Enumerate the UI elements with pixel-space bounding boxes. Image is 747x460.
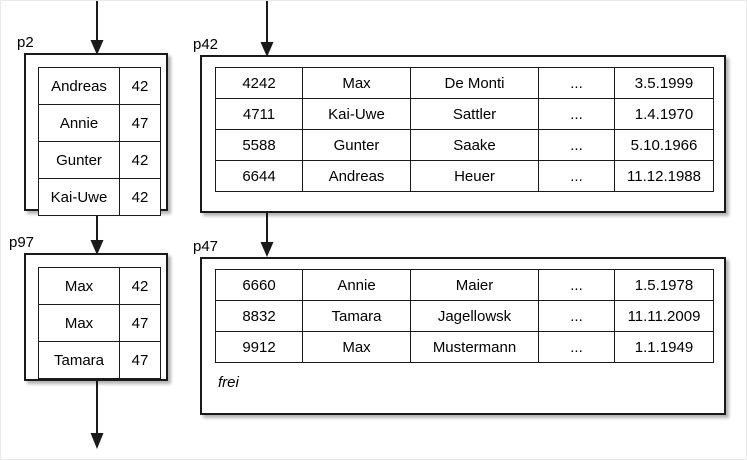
cell-lastname: Jagellowsk [410, 300, 539, 332]
page-label-p97: p97 [9, 234, 35, 251]
cell-lastname: Saake [410, 129, 539, 161]
cell-firstname: Tamara [302, 300, 411, 332]
table-row[interactable]: Max 42 [38, 267, 161, 305]
table-row[interactable]: 8832 Tamara Jagellowsk ... 11.11.2009 [215, 300, 714, 332]
table-row[interactable]: 6660 Annie Maier ... 1.5.1978 [215, 269, 714, 301]
table-row[interactable]: Max 47 [38, 304, 161, 342]
cell-lastname: Maier [410, 269, 539, 301]
page-box-p42[interactable]: 4242 Max De Monti ... 3.5.1999 4711 Kai-… [200, 55, 726, 213]
cell-pointer: 42 [119, 141, 161, 179]
cell-key: Andreas [38, 67, 120, 105]
arrow-into-p2 [90, 1, 104, 55]
cell-more: ... [538, 300, 615, 332]
cell-more: ... [538, 98, 615, 130]
index-table-p2: Andreas 42 Annie 47 Gunter 42 Kai-Uwe 42 [38, 67, 161, 216]
cell-lastname: Heuer [410, 160, 539, 192]
table-row[interactable]: Annie 47 [38, 104, 161, 142]
index-table-p97: Max 42 Max 47 Tamara 47 [38, 267, 161, 379]
cell-firstname: Gunter [302, 129, 411, 161]
table-row[interactable]: 4711 Kai-Uwe Sattler ... 1.4.1970 [215, 98, 714, 130]
cell-key: Annie [38, 104, 120, 142]
cell-pointer: 42 [119, 67, 161, 105]
table-row[interactable]: Kai-Uwe 42 [38, 178, 161, 216]
table-row[interactable]: Gunter 42 [38, 141, 161, 179]
cell-more: ... [538, 269, 615, 301]
page-label-p47: p47 [193, 238, 219, 255]
table-row[interactable]: 5588 Gunter Saake ... 5.10.1966 [215, 129, 714, 161]
cell-lastname: Sattler [410, 98, 539, 130]
page-box-p97[interactable]: Max 42 Max 47 Tamara 47 [24, 253, 168, 381]
table-row[interactable]: 4242 Max De Monti ... 3.5.1999 [215, 67, 714, 99]
table-row[interactable]: Tamara 47 [38, 341, 161, 379]
cell-lastname: Mustermann [410, 331, 539, 363]
page-box-p2[interactable]: Andreas 42 Annie 47 Gunter 42 Kai-Uwe 42 [24, 53, 168, 216]
cell-birthdate: 3.5.1999 [614, 67, 714, 99]
cell-firstname: Annie [302, 269, 411, 301]
table-row[interactable]: 9912 Max Mustermann ... 1.1.1949 [215, 331, 714, 363]
cell-pointer: 47 [119, 341, 161, 379]
arrow-into-p42 [260, 1, 274, 57]
cell-lastname: De Monti [410, 67, 539, 99]
cell-birthdate: 5.10.1966 [614, 129, 714, 161]
arrow-p42-to-p47 [260, 207, 274, 257]
table-row[interactable]: Andreas 42 [38, 67, 161, 105]
cell-pointer: 42 [119, 267, 161, 305]
data-table-p47: 6660 Annie Maier ... 1.5.1978 8832 Tamar… [215, 269, 714, 363]
cell-pointer: 42 [119, 178, 161, 216]
cell-firstname: Max [302, 67, 411, 99]
cell-birthdate: 11.12.1988 [614, 160, 714, 192]
cell-key: Gunter [38, 141, 120, 179]
cell-firstname: Max [302, 331, 411, 363]
cell-more: ... [538, 331, 615, 363]
cell-id: 5588 [215, 129, 303, 161]
cell-birthdate: 1.5.1978 [614, 269, 714, 301]
page-box-p47[interactable]: 6660 Annie Maier ... 1.5.1978 8832 Tamar… [200, 257, 726, 415]
cell-pointer: 47 [119, 104, 161, 142]
cell-birthdate: 11.11.2009 [614, 300, 714, 332]
cell-birthdate: 1.1.1949 [614, 331, 714, 363]
cell-id: 6644 [215, 160, 303, 192]
cell-id: 9912 [215, 331, 303, 363]
cell-more: ... [538, 160, 615, 192]
cell-key: Tamara [38, 341, 120, 379]
arrow-out-of-p97 [90, 379, 104, 449]
cell-firstname: Andreas [302, 160, 411, 192]
cell-id: 4242 [215, 67, 303, 99]
cell-id: 8832 [215, 300, 303, 332]
page-label-p2: p2 [17, 34, 34, 51]
table-row[interactable]: 6644 Andreas Heuer ... 11.12.1988 [215, 160, 714, 192]
cell-pointer: 47 [119, 304, 161, 342]
cell-id: 4711 [215, 98, 303, 130]
cell-firstname: Kai-Uwe [302, 98, 411, 130]
cell-more: ... [538, 129, 615, 161]
cell-more: ... [538, 67, 615, 99]
cell-key: Max [38, 267, 120, 305]
cell-key: Kai-Uwe [38, 178, 120, 216]
cell-birthdate: 1.4.1970 [614, 98, 714, 130]
free-space-label: frei [218, 374, 239, 391]
page-label-p42: p42 [193, 36, 219, 53]
cell-key: Max [38, 304, 120, 342]
data-table-p42: 4242 Max De Monti ... 3.5.1999 4711 Kai-… [215, 67, 714, 192]
cell-id: 6660 [215, 269, 303, 301]
